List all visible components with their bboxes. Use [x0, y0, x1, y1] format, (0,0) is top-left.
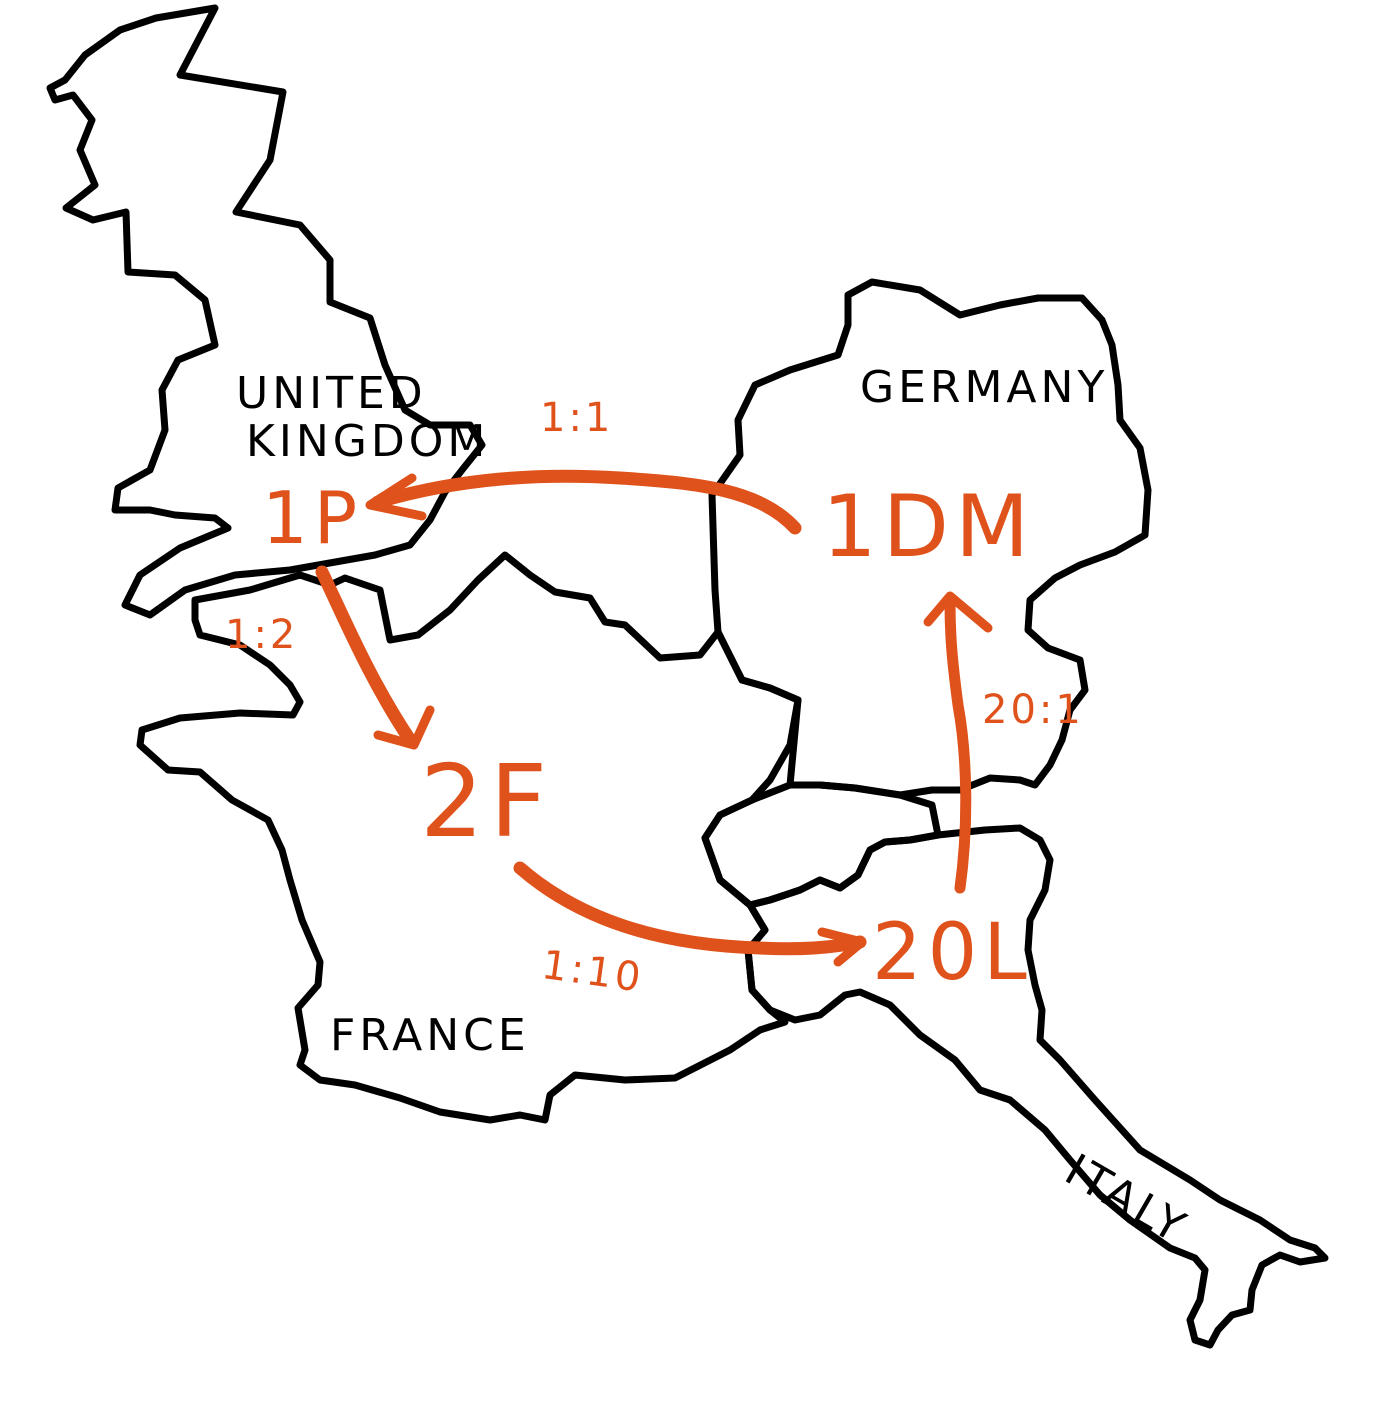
currency-france: 2F — [420, 743, 554, 860]
italy-border — [744, 824, 1329, 1349]
arrow-france-to-italy — [513, 861, 867, 956]
rate-italy-germany: 20:1 — [982, 687, 1084, 733]
arrow-italy-to-germany-head — [923, 591, 993, 633]
rate-germany-uk: 1:1 — [540, 395, 614, 441]
germany-border — [708, 278, 1152, 799]
currency-uk: 1P — [262, 476, 364, 560]
currency-italy: 20L — [872, 908, 1033, 998]
rate-uk-france: 1:2 — [225, 612, 299, 658]
currency-germany: 1DM — [822, 477, 1036, 577]
france-border — [136, 551, 802, 1124]
uk-name-line2: KINGDOM — [246, 416, 490, 467]
arrow-france-to-italy-head — [817, 927, 867, 967]
arrow-uk-to-france-head — [373, 705, 435, 750]
arrow-germany-to-uk-head — [365, 473, 427, 521]
switzerland-border — [701, 781, 942, 909]
uk-name-line1: UNITED — [236, 368, 427, 419]
germany-name: GERMANY — [860, 362, 1109, 413]
uk-border — [46, 4, 486, 619]
arrow-italy-to-germany — [944, 596, 972, 894]
france-name: FRANCE — [330, 1010, 530, 1061]
arrow-germany-to-uk — [371, 469, 802, 535]
arrow-uk-to-france — [315, 565, 417, 747]
